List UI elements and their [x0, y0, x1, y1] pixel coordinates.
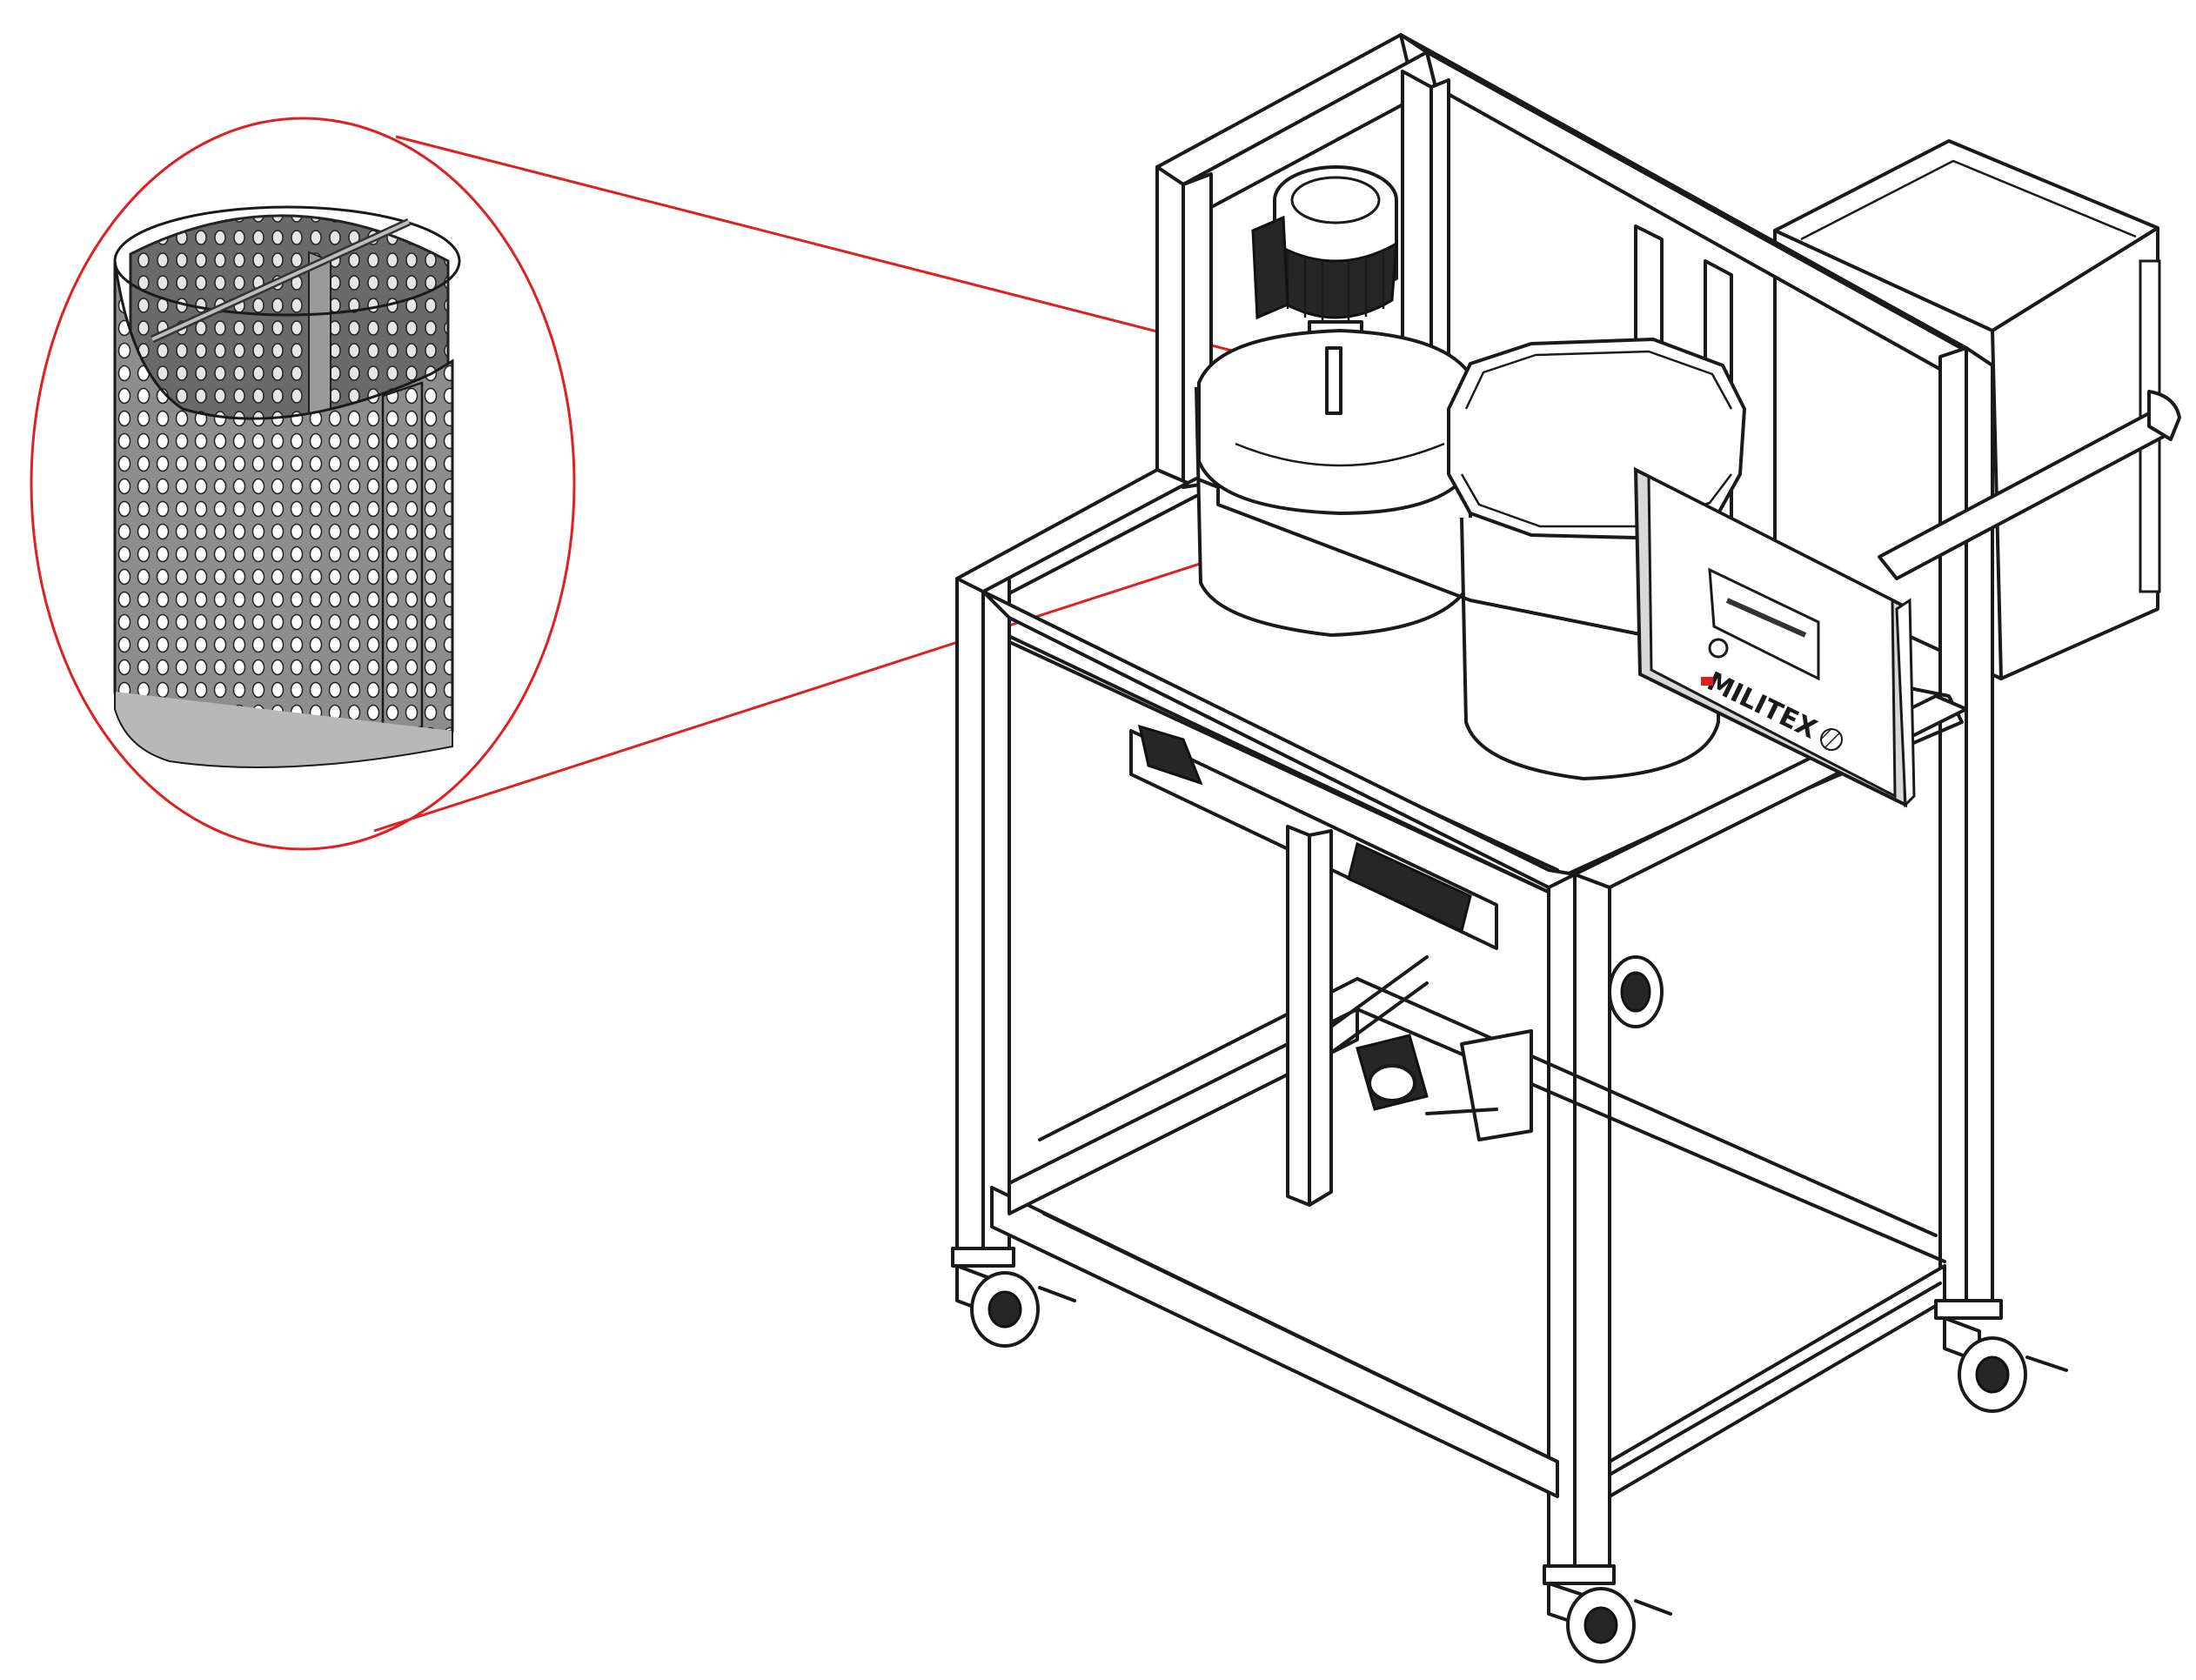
- perforated-basket: [113, 205, 461, 768]
- drum-left: [1195, 329, 1476, 637]
- hmi-button-icon: [1708, 638, 1729, 659]
- agitator-motor: [1251, 165, 1398, 419]
- callout-circle: [30, 117, 576, 851]
- hmi-screen: [1708, 567, 1820, 681]
- pump-assembly: [1129, 724, 1664, 1207]
- caster-back-right: [1934, 1299, 2068, 1413]
- caster-front-right: [1543, 1564, 1672, 1663]
- hmi-panel: MILITEX: [1633, 466, 1916, 808]
- caster-front-left: [951, 1247, 1076, 1348]
